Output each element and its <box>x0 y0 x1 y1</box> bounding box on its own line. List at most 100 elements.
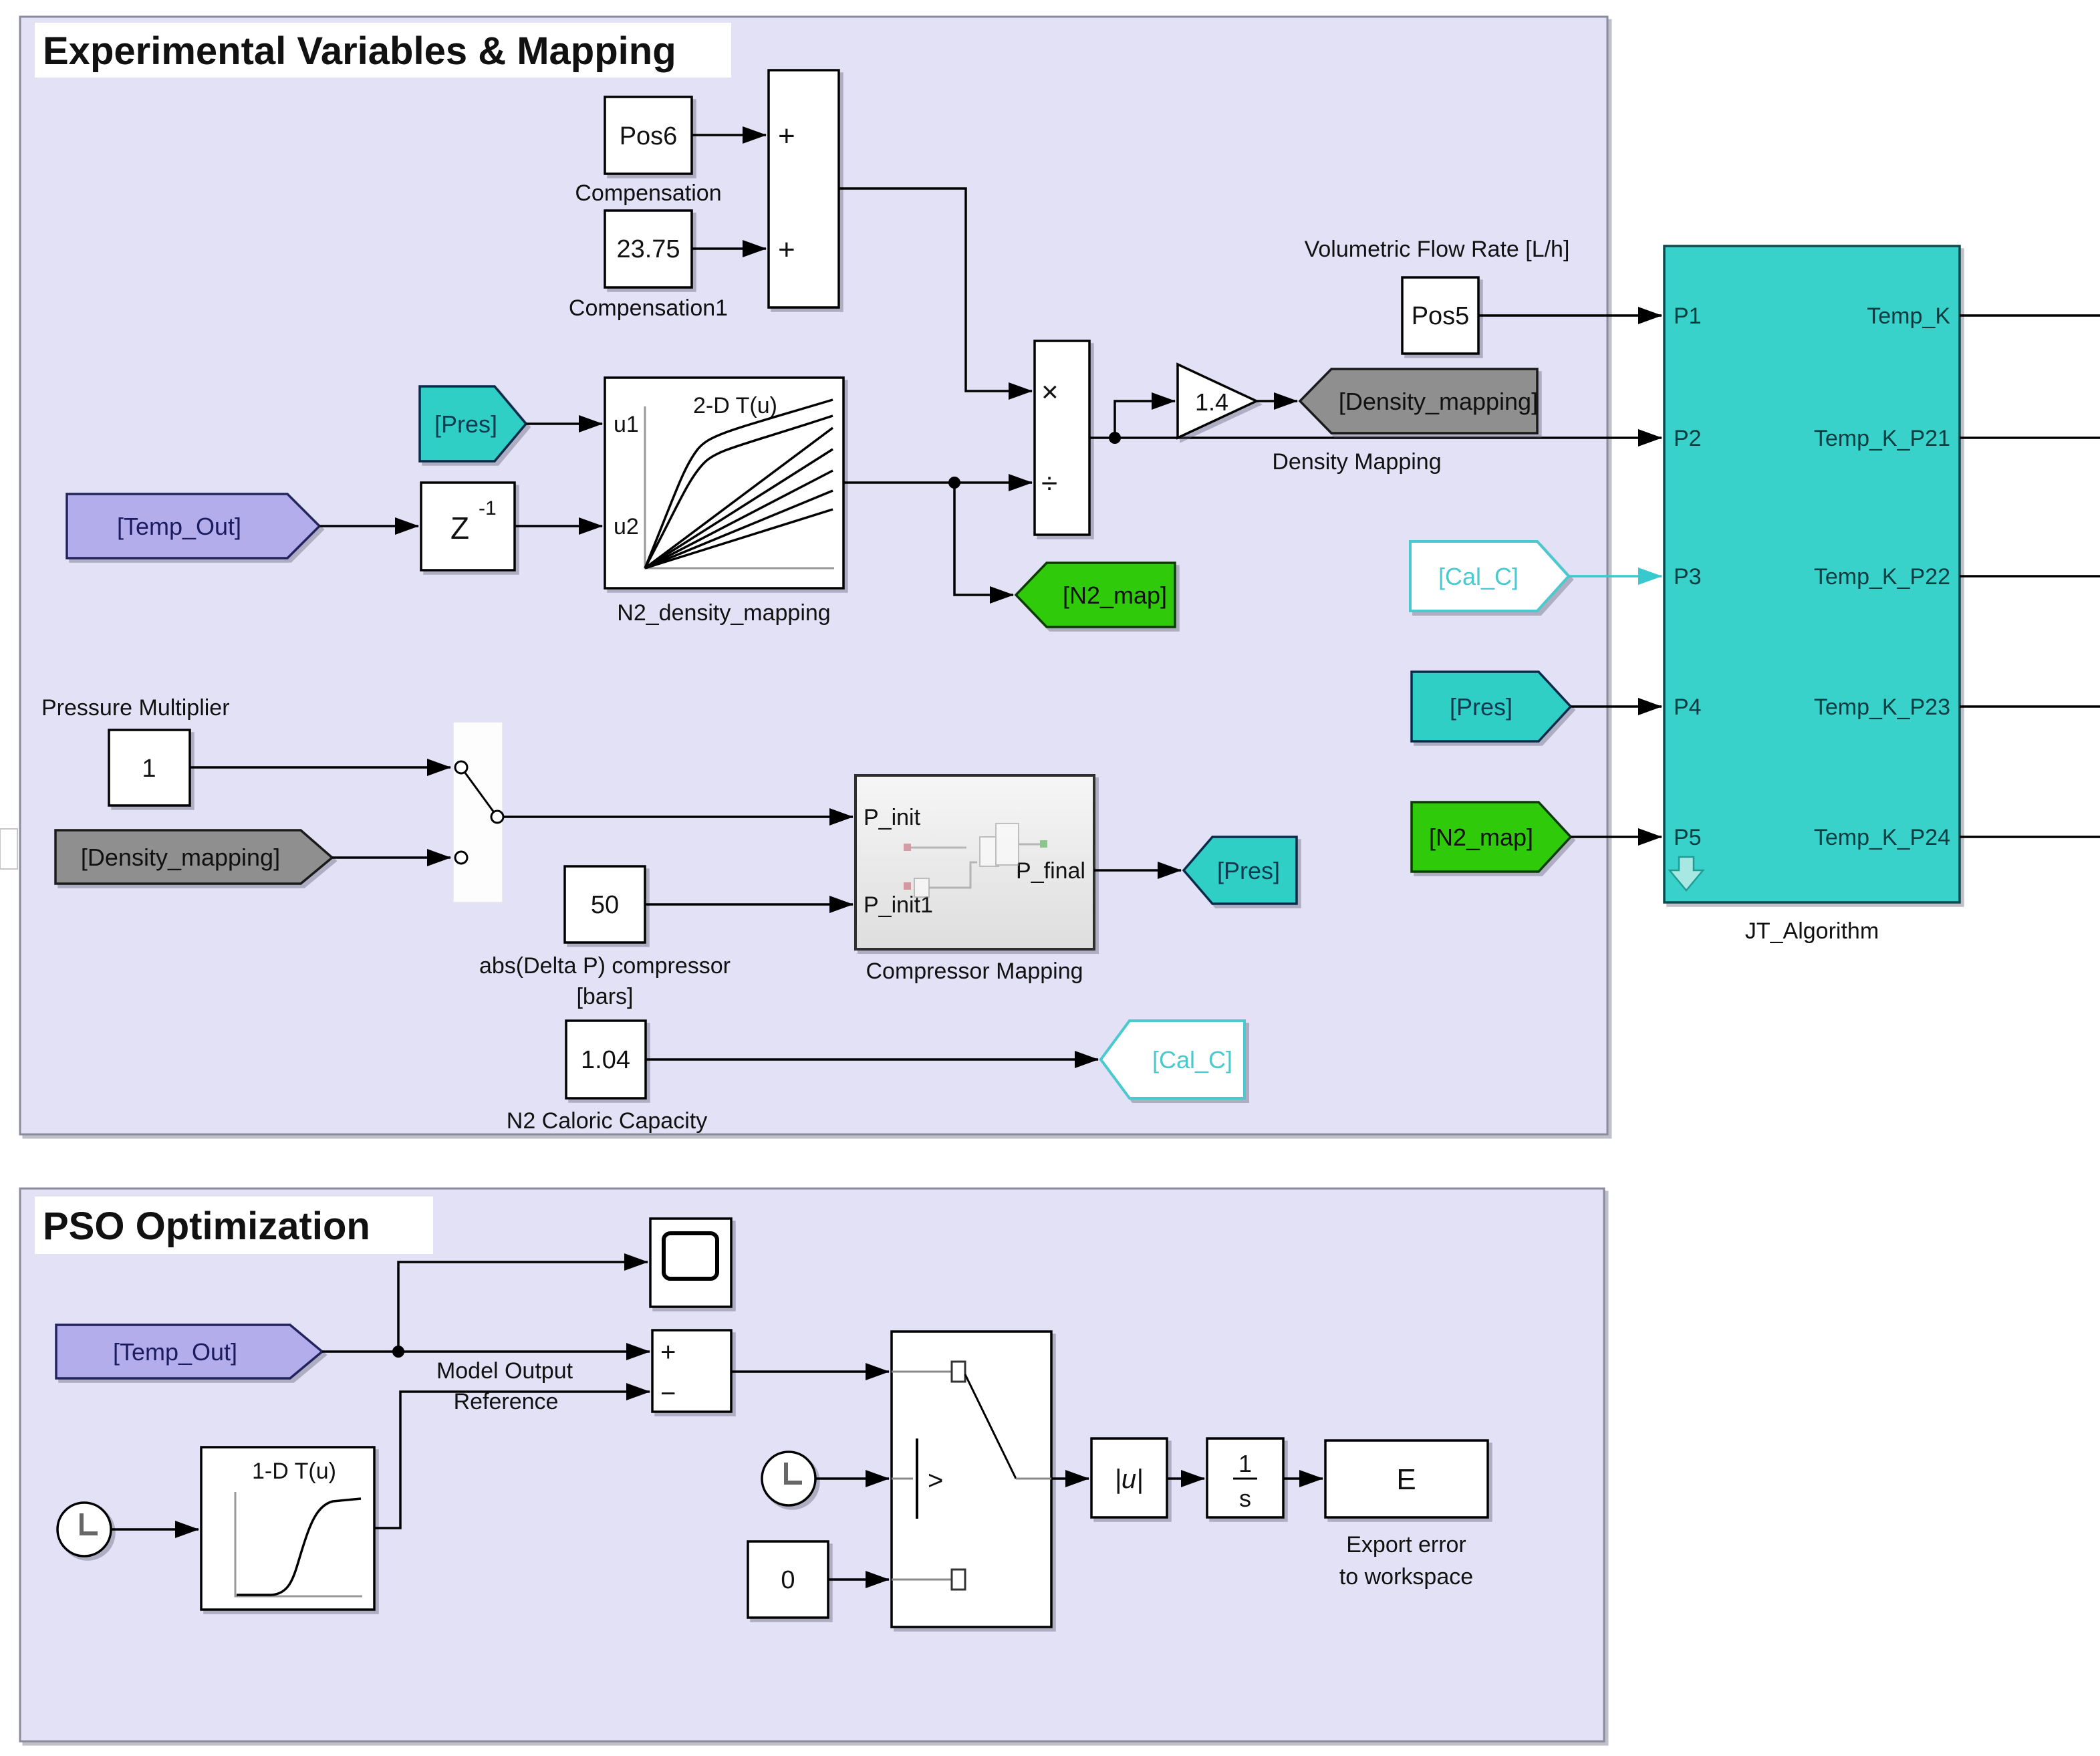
unit-delay-block[interactable]: Z -1 <box>420 481 516 572</box>
constant-compensation1-box[interactable] <box>604 209 693 289</box>
preview-block4 <box>995 823 1019 866</box>
goto-tag-density[interactable]: [Density_mapping] <box>1298 368 1539 434</box>
from-tag-n2map-label: [N2_map] <box>1429 824 1533 851</box>
fifty-caption-line2: [bars] <box>576 984 633 1009</box>
jt-algorithm-box[interactable] <box>1663 245 1961 904</box>
compressor-preview-thumbnail <box>0 823 1047 898</box>
from-tag-calc-label: [Cal_C] <box>1438 563 1519 590</box>
from-tag-calc[interactable]: [Cal_C] <box>1409 540 1571 612</box>
clock2-block[interactable] <box>761 1451 817 1507</box>
constant-pos5-box[interactable] <box>1401 276 1480 355</box>
from-tag-temp-out-shape[interactable] <box>65 493 321 559</box>
goto-tag-calc-label: [Cal_C] <box>1152 1046 1232 1074</box>
constant-zero-value: 0 <box>781 1566 795 1594</box>
jt-port-tempk: Temp_K <box>1867 303 1950 329</box>
constant-compensation1[interactable]: 23.75 Compensation1 <box>569 209 728 321</box>
from-tag-temp-out[interactable]: [Temp_Out] <box>65 493 321 559</box>
lookup2d-caption: N2_density_mapping <box>617 600 830 626</box>
lookup2d-line6 <box>644 398 833 569</box>
compressor-port-pfinal: P_final <box>1016 858 1085 884</box>
goto-tag-density-label: [Density_mapping] <box>1339 388 1538 415</box>
abs-box[interactable] <box>1090 1437 1168 1519</box>
constant-pos6-box[interactable] <box>604 96 693 175</box>
compressor-mapping-block[interactable]: P_init P_init1 P_final <box>0 774 1095 951</box>
constant-pos5[interactable]: Pos5 <box>1401 276 1480 355</box>
from-tag-density[interactable]: [Density_mapping] <box>54 829 334 885</box>
lookup2d-block[interactable]: 2-D T(u) u1 u2 <box>604 376 845 590</box>
preview-outport-icon <box>1040 840 1047 848</box>
goto-tag-n2map[interactable]: [N2_map] <box>1014 561 1176 628</box>
constant-fifty-value: 50 <box>591 891 619 919</box>
workspace-block[interactable]: E <box>1324 1439 1489 1519</box>
from-tag-n2map[interactable]: [N2_map] <box>1410 801 1573 873</box>
scope-block[interactable] <box>649 1217 733 1308</box>
compressor-mapping-caption: Compressor Mapping <box>866 959 1083 984</box>
goto-tag-pres-label: [Pres] <box>1217 857 1280 884</box>
goto-tag-density-shape[interactable] <box>1298 368 1539 434</box>
switch-block[interactable]: > <box>890 1330 1053 1628</box>
from-tag-calc-shape[interactable] <box>1409 540 1571 612</box>
unit-delay-exponent: -1 <box>479 497 497 519</box>
from-tag-pres2[interactable]: [Pres] <box>1410 670 1573 743</box>
from-tag-n2map-shape[interactable] <box>1410 801 1573 873</box>
pso-sum-block[interactable]: + − <box>651 1329 733 1413</box>
pso-from-tag-temp-out-label: [Temp_Out] <box>113 1338 237 1366</box>
flow-rate-label: Volumetric Flow Rate [L/h] <box>1305 237 1570 262</box>
pso-title: PSO Optimization <box>43 1205 370 1248</box>
lookup2d-u1: u1 <box>614 412 639 437</box>
pso-sum-minus: − <box>660 1379 676 1408</box>
product-box[interactable] <box>1033 340 1091 536</box>
gain-value: 1.4 <box>1195 388 1228 416</box>
switch-port-top-icon <box>950 1360 966 1383</box>
product-block[interactable]: × ÷ <box>1033 340 1091 536</box>
goto-tag-n2map-shape[interactable] <box>1014 561 1176 628</box>
from-tag-density-shape[interactable] <box>54 829 334 885</box>
from-tag-pres-shape[interactable] <box>418 385 528 463</box>
gain-block[interactable]: 1.4 <box>1176 362 1260 440</box>
sum-block[interactable]: + + <box>767 69 840 309</box>
product-div-sign: ÷ <box>1041 467 1057 500</box>
integrator-block[interactable]: 1 s <box>1206 1437 1285 1519</box>
from-tag-density-label: [Density_mapping] <box>81 844 280 871</box>
goto-tag-calc[interactable]: [Cal_C] <box>1099 1019 1246 1100</box>
constant-pos5-value: Pos5 <box>1412 302 1470 330</box>
goto-tag-pres[interactable]: [Pres] <box>1182 836 1298 905</box>
density-wire-label: Density Mapping <box>1272 449 1441 475</box>
lookup1d-block[interactable]: 1-D T(u) <box>200 1446 376 1611</box>
clock-block[interactable] <box>56 1501 112 1557</box>
constant-caloric-value: 1.04 <box>581 1046 630 1074</box>
pso-from-tag-temp-out[interactable]: [Temp_Out] <box>55 1324 324 1380</box>
wire-lookup1d-sum2 <box>374 1383 650 1529</box>
pso-from-tag-temp-out-shape[interactable] <box>55 1324 324 1380</box>
goto-tag-pres-shape[interactable] <box>1182 836 1298 905</box>
gain-triangle[interactable] <box>1176 362 1260 440</box>
constant-pos6[interactable]: Pos6 Compensation <box>575 96 722 206</box>
goto-tag-calc-shape[interactable] <box>1099 1019 1246 1100</box>
jt-algorithm-caption: JT_Algorithm <box>1745 918 1879 944</box>
jt-port-p4: P4 <box>1674 695 1702 720</box>
switch-lever <box>964 1374 1017 1479</box>
from-tag-pres2-shape[interactable] <box>1410 670 1573 743</box>
lookup2d-line3 <box>644 469 833 570</box>
workspace-caption-line1: Export error <box>1346 1532 1466 1557</box>
jt-algorithm-block[interactable]: P1 P2 P3 P4 P5 Temp_K Temp_K_P21 Temp_K_… <box>1663 245 1961 904</box>
manual-switch-lever[interactable] <box>460 767 499 818</box>
constant-one[interactable]: 1 <box>108 729 191 807</box>
jt-port-p3: P3 <box>1674 564 1702 590</box>
constant-zero[interactable]: 0 <box>747 1540 829 1619</box>
clock2-circle[interactable] <box>761 1451 817 1507</box>
sum-block-box[interactable] <box>767 69 840 309</box>
constant-fifty[interactable]: 50 <box>563 865 646 944</box>
workspace-box[interactable] <box>1324 1439 1489 1519</box>
abs-block[interactable]: |u| <box>1090 1437 1168 1519</box>
manual-switch-block[interactable] <box>452 721 505 903</box>
reference-label: Reference <box>454 1389 559 1414</box>
from-tag-pres[interactable]: [Pres] <box>418 385 528 463</box>
compressor-port-pinit: P_init <box>864 805 921 830</box>
constant-one-box[interactable] <box>108 729 191 807</box>
clock-circle[interactable] <box>56 1501 112 1557</box>
constant-caloric[interactable]: 1.04 <box>565 1019 647 1100</box>
lookup2d-line5 <box>644 508 833 570</box>
jt-dropdown-arrow-icon[interactable] <box>1668 856 1705 892</box>
clock2-hands-icon <box>784 1463 802 1485</box>
